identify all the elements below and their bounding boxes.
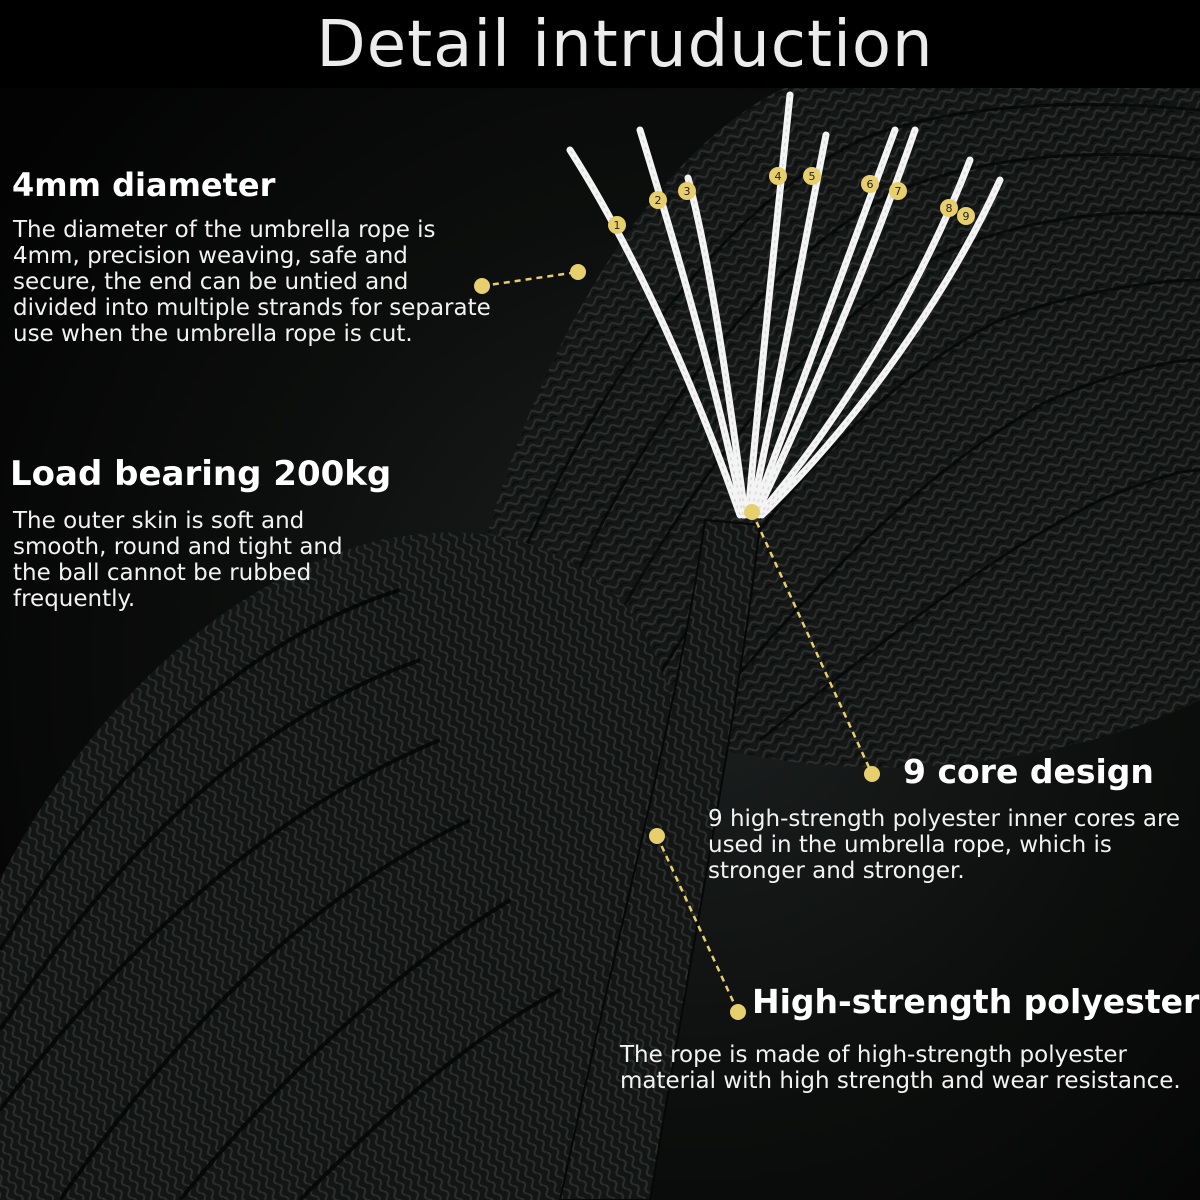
callout-leader-lines xyxy=(481,270,874,1013)
svg-text:4: 4 xyxy=(775,170,782,183)
core-badge-9: 9 xyxy=(957,207,975,225)
core-badge-2: 2 xyxy=(649,191,667,209)
material-target-dot xyxy=(649,828,665,844)
core-number-badges: 1 2 3 4 5 6 7 8 9 xyxy=(608,167,975,234)
load-bearing-description: The outer skin is soft and smooth, round… xyxy=(13,508,343,612)
core-badge-6: 6 xyxy=(861,175,879,193)
polyester-description: The rope is made of high-strength polyes… xyxy=(620,1042,1181,1094)
diameter-callout-dot xyxy=(474,278,490,294)
core-callout-dot xyxy=(864,766,880,782)
svg-text:7: 7 xyxy=(895,185,902,198)
material-callout-dot xyxy=(730,1004,746,1020)
lower-rope-bundle xyxy=(0,532,690,1200)
diameter-description: The diameter of the umbrella rope is 4mm… xyxy=(13,217,491,347)
bundle-grooves xyxy=(0,588,561,1200)
core-target-dot xyxy=(744,504,760,520)
title-band xyxy=(0,0,1200,88)
load-bearing-heading: Load bearing 200kg xyxy=(10,454,392,494)
core-design-heading: 9 core design xyxy=(903,752,1154,791)
core-leader-line xyxy=(750,511,874,775)
callout-dots xyxy=(474,264,880,1020)
core-badge-3: 3 xyxy=(678,182,696,200)
core-badge-7: 7 xyxy=(889,182,907,200)
svg-text:2: 2 xyxy=(655,194,662,207)
hanging-rope-strand xyxy=(558,518,762,1200)
diameter-leader-line xyxy=(481,270,579,288)
core-badge-8: 8 xyxy=(940,199,958,217)
core-design-description: 9 high-strength polyester inner cores ar… xyxy=(708,806,1181,884)
diameter-target-dot xyxy=(570,264,586,280)
svg-text:3: 3 xyxy=(684,185,691,198)
svg-text:9: 9 xyxy=(963,210,970,223)
diameter-heading: 4mm diameter xyxy=(12,166,276,204)
svg-text:1: 1 xyxy=(614,219,621,232)
core-badge-1: 1 xyxy=(608,216,626,234)
core-badge-5: 5 xyxy=(803,167,821,185)
svg-text:5: 5 xyxy=(809,170,816,183)
polyester-heading: High-strength polyester xyxy=(752,982,1200,1021)
core-badge-4: 4 xyxy=(769,167,787,185)
page-title: Detail intruduction xyxy=(316,8,934,82)
svg-text:8: 8 xyxy=(946,202,953,215)
svg-text:6: 6 xyxy=(867,178,874,191)
